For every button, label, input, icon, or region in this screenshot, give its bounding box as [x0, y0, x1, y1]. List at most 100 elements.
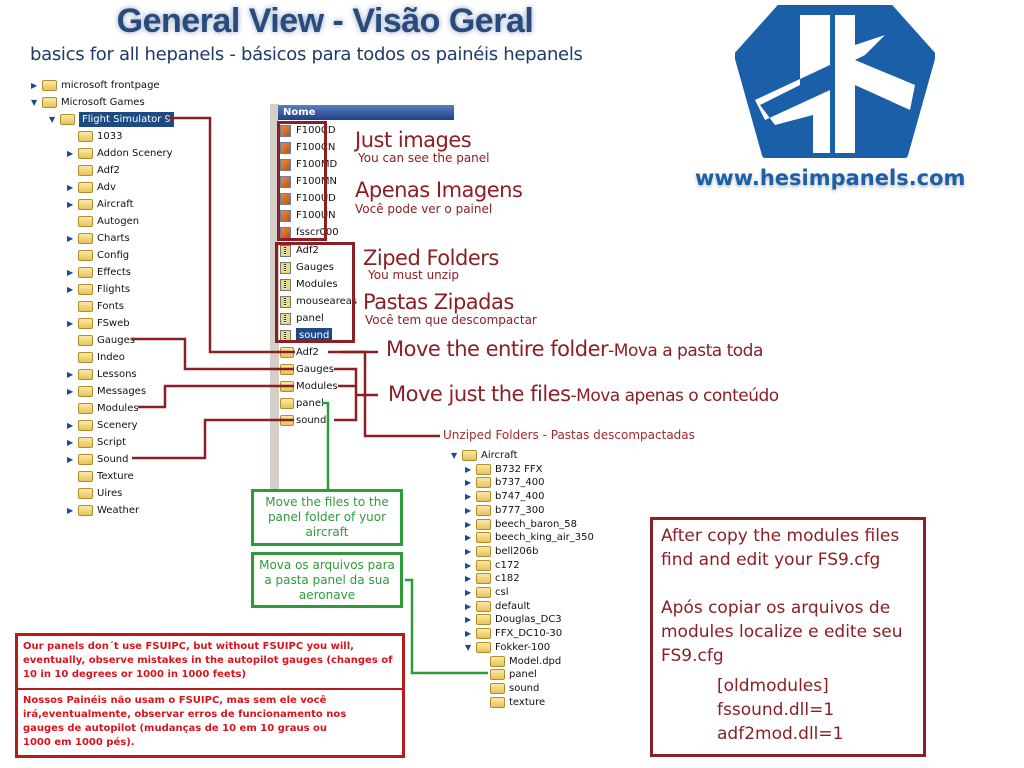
- move-entire-en: Move the entire folder: [386, 337, 609, 361]
- zip-folder-icon: [280, 313, 291, 325]
- tree-item-label: Lessons: [97, 369, 137, 380]
- chevron-right-icon[interactable]: ▶: [67, 506, 74, 515]
- tree-item-label: csl: [495, 587, 509, 598]
- zip-folder-icon: [280, 262, 291, 274]
- label-move-entire: Move the entire folder-Mova a pasta toda: [386, 337, 763, 361]
- tree-item-label: Aircraft: [481, 450, 518, 461]
- chevron-right-icon[interactable]: ▶: [67, 234, 74, 243]
- chevron-right-icon[interactable]: ▶: [67, 268, 74, 277]
- chevron-right-icon[interactable]: ▶: [31, 81, 38, 90]
- folder-icon: [78, 488, 93, 499]
- config-en: After copy the modules files find and ed…: [661, 526, 900, 570]
- tree-item-label: c182: [495, 573, 520, 585]
- folder-icon: [476, 532, 491, 544]
- folder-icon: [476, 641, 491, 653]
- chevron-right-icon[interactable]: ▶: [465, 478, 472, 488]
- tree-item-label: Autogen: [97, 216, 140, 227]
- file-name: F100MD: [296, 159, 338, 170]
- tree-item-label: Config: [97, 250, 130, 261]
- folder-icon: [78, 250, 93, 261]
- chevron-right-icon[interactable]: ▶: [465, 492, 472, 502]
- label-just-images: Just images: [355, 128, 472, 152]
- chevron-right-icon[interactable]: ▶: [465, 615, 472, 625]
- file-name: Gauges: [296, 364, 334, 375]
- tree-item-label: B732 FFX: [495, 463, 543, 475]
- chevron-right-icon[interactable]: ▶: [465, 629, 472, 639]
- chevron-right-icon[interactable]: ▶: [67, 421, 74, 430]
- website-link[interactable]: www.hesimpanels.com: [695, 166, 966, 190]
- file-name: Gauges: [296, 262, 334, 273]
- image-file-icon: [280, 142, 291, 154]
- file-name: F100CN: [296, 142, 336, 153]
- folder-icon: [490, 682, 505, 694]
- config-pt: Após copiar os arquivos de modules local…: [661, 598, 903, 666]
- chevron-right-icon[interactable]: ▶: [465, 601, 472, 611]
- folder-icon: [476, 463, 491, 475]
- tree-item-label: b777_300: [495, 504, 545, 516]
- page-subtitle: basics for all hepanels - básicos para t…: [30, 44, 583, 65]
- images-highlight-box: [277, 121, 327, 241]
- label-move-files: Move just the files-Mova apenas o conteú…: [388, 382, 779, 406]
- file-name: mouseareas: [296, 296, 358, 307]
- chevron-down-icon[interactable]: ▼: [49, 115, 56, 124]
- chevron-right-icon[interactable]: ▶: [67, 285, 74, 294]
- tree-item-label: Gauges: [97, 335, 135, 346]
- chevron-right-icon[interactable]: ▶: [67, 387, 74, 396]
- hesim-logo: [735, 5, 935, 158]
- folder-icon: [78, 352, 93, 363]
- tree-item-label: texture: [509, 696, 546, 708]
- chevron-down-icon[interactable]: ▼: [451, 451, 458, 460]
- tree-item-label: Modules: [97, 403, 139, 414]
- tree-item-label: Weather: [97, 505, 140, 516]
- tree-item-label: Texture: [97, 471, 134, 482]
- folder-icon: [78, 403, 93, 414]
- folder-icon: [78, 284, 93, 295]
- chevron-right-icon[interactable]: ▶: [465, 574, 472, 584]
- column-header-name[interactable]: Nome: [278, 105, 454, 120]
- folder-icon: [78, 437, 93, 448]
- file-name: fsscr000: [296, 227, 339, 238]
- chevron-right-icon[interactable]: ▶: [465, 533, 472, 543]
- folder-icon: [490, 696, 505, 708]
- tree-item-label: Microsoft Games: [61, 97, 145, 108]
- chevron-right-icon[interactable]: ▶: [67, 149, 74, 158]
- folder-icon: [78, 301, 93, 312]
- file-name: sound: [296, 415, 327, 426]
- tree-item-label: sound: [509, 682, 540, 694]
- chevron-right-icon[interactable]: ▶: [465, 588, 472, 597]
- chevron-right-icon[interactable]: ▶: [67, 438, 74, 447]
- connector-panel-green: [322, 401, 330, 490]
- folder-icon: [78, 505, 93, 516]
- folder-icon: [78, 420, 93, 431]
- chevron-right-icon[interactable]: ▶: [465, 560, 472, 570]
- move-files-en: Move just the files: [388, 382, 571, 406]
- file-name: F100UN: [296, 210, 336, 221]
- folder-icon: [462, 450, 477, 461]
- chevron-right-icon[interactable]: ▶: [67, 319, 74, 328]
- folder-icon: [476, 491, 491, 503]
- file-name: Adf2: [296, 245, 319, 256]
- image-file-icon: [280, 210, 291, 222]
- tree-item-label: microsoft frontpage: [61, 80, 160, 91]
- chevron-right-icon[interactable]: ▶: [67, 370, 74, 379]
- connector-green-aircraft-panel: [405, 578, 488, 675]
- chevron-down-icon[interactable]: ▼: [31, 98, 38, 107]
- chevron-down-icon[interactable]: ▼: [465, 642, 472, 652]
- file-name: F100CD: [296, 125, 336, 136]
- fsuipc-note-box: [15, 633, 405, 758]
- chevron-right-icon[interactable]: ▶: [465, 519, 472, 529]
- file-name: panel: [296, 398, 324, 409]
- connector-modules: [138, 384, 294, 409]
- chevron-right-icon[interactable]: ▶: [465, 464, 472, 474]
- zip-folder-icon: [280, 296, 291, 308]
- chevron-right-icon[interactable]: ▶: [67, 200, 74, 209]
- tree-item-label: Addon Scenery: [97, 148, 173, 159]
- chevron-right-icon[interactable]: ▶: [67, 183, 74, 192]
- folder-icon: [476, 614, 491, 626]
- chevron-right-icon[interactable]: ▶: [465, 546, 472, 556]
- tree-item-label: Uires: [97, 488, 123, 499]
- tree-item-label: c172: [495, 559, 520, 571]
- chevron-right-icon[interactable]: ▶: [465, 505, 472, 515]
- chevron-right-icon[interactable]: ▶: [67, 455, 74, 464]
